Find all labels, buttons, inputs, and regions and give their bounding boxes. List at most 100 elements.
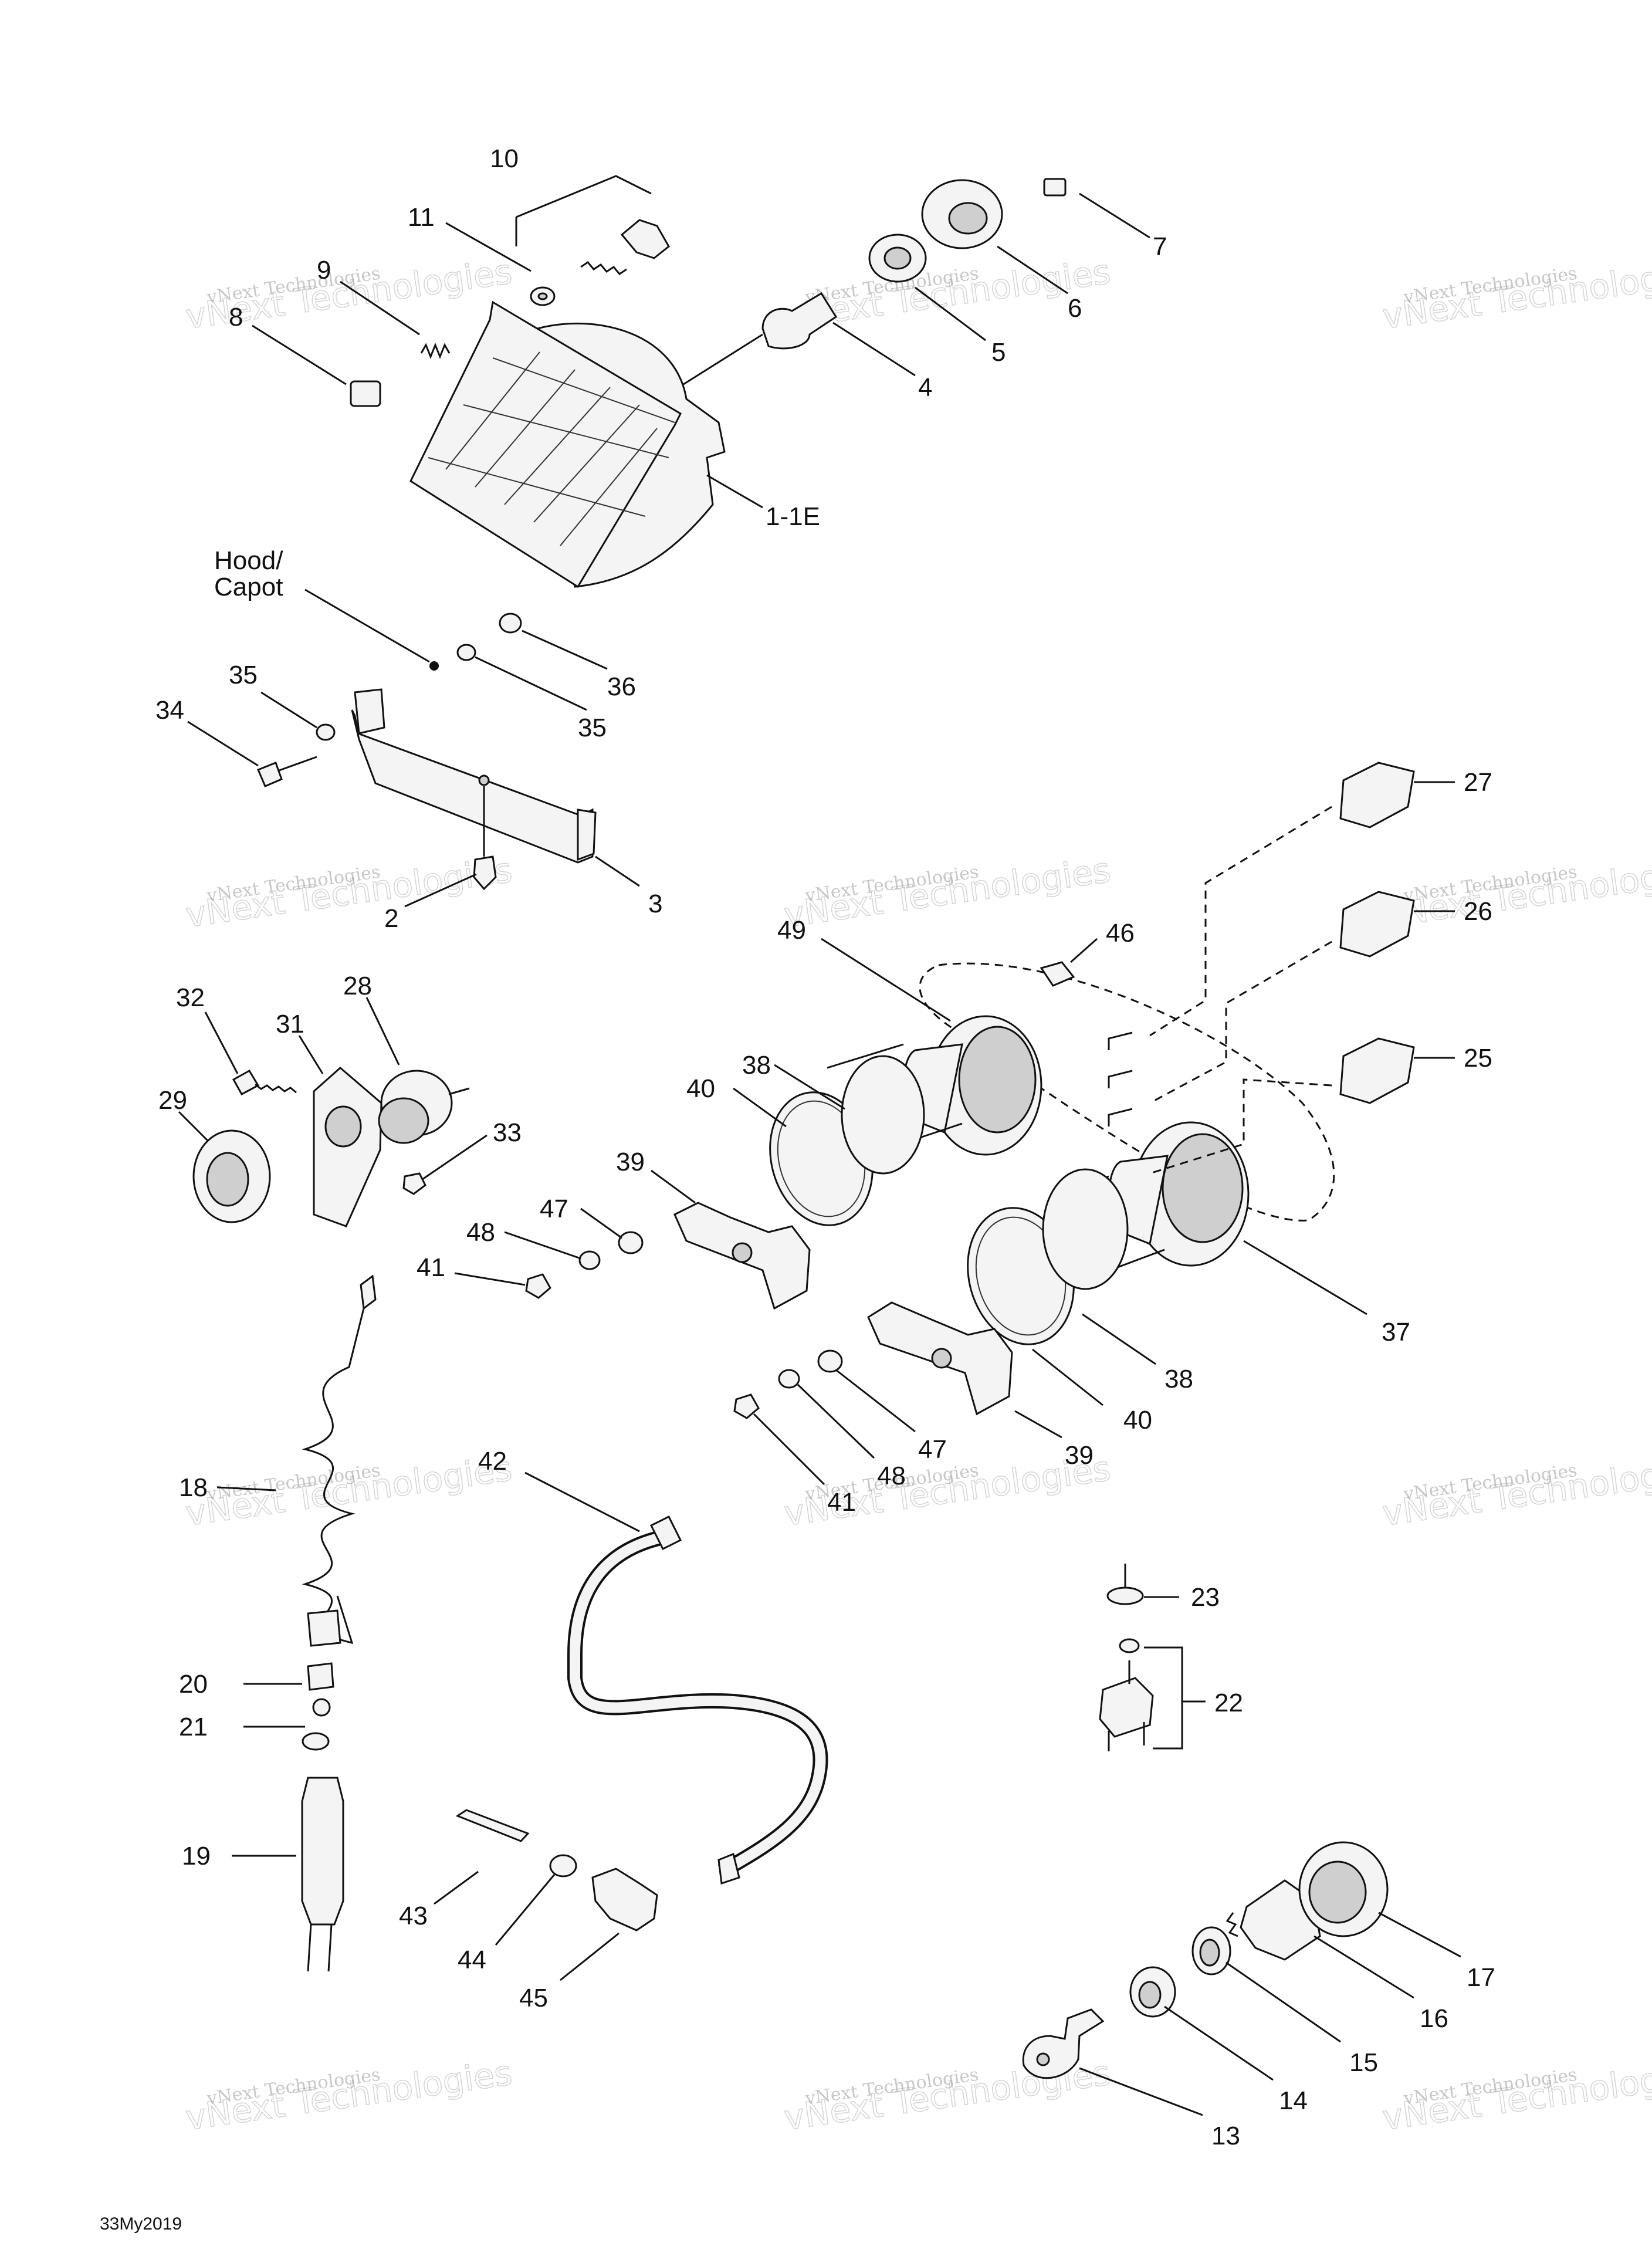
leader-29 — [178, 1111, 209, 1142]
callout-13: 13 — [1211, 2122, 1240, 2150]
leader-39a — [651, 1169, 696, 1204]
callout-5: 5 — [991, 338, 1006, 367]
rubber-boot-inner — [948, 202, 988, 235]
callout-17: 17 — [1467, 1963, 1495, 1992]
callout-44: 44 — [458, 1946, 486, 1974]
bracket-tab-2 — [577, 808, 597, 861]
callout-4: 4 — [918, 373, 932, 402]
callout-2: 2 — [384, 904, 398, 933]
washer-35-right — [456, 644, 476, 661]
callout-18: 18 — [179, 1473, 208, 1502]
ignition-key-hole — [1036, 2052, 1050, 2066]
callout-35-right: 35 — [578, 713, 607, 742]
leader-18 — [216, 1486, 276, 1491]
leader-13 — [1079, 2067, 1203, 2116]
watermark-12: vNext Technologies vNext Technologies — [1380, 2052, 1652, 2139]
upper-gauge-face — [958, 1026, 1037, 1134]
callout-47-lower: 47 — [918, 1435, 947, 1464]
callout-23: 23 — [1191, 1583, 1220, 1612]
bracket-bolt — [257, 762, 283, 787]
tether-switch-prong-1 — [307, 1924, 312, 1972]
callout-48-upper: 48 — [466, 1218, 495, 1247]
callout-11: 11 — [408, 203, 435, 232]
callout-41-upper: 41 — [417, 1253, 445, 1282]
leader-35-left — [260, 691, 317, 729]
leader-6 — [997, 245, 1068, 295]
watermarks: vNext Technologies vNext Technologies vN… — [183, 251, 1652, 2139]
switch-26 — [1339, 891, 1415, 958]
leader-45 — [560, 1932, 620, 1981]
switch-22-assembly — [1099, 1564, 1154, 1751]
callout-40-upper: 40 — [686, 1074, 715, 1103]
headlamp-lens — [409, 300, 682, 588]
callout-19: 19 — [182, 1842, 211, 1870]
leader-14 — [1164, 2005, 1274, 2081]
switch-22-body — [1099, 1677, 1154, 1738]
tether-cap-20 — [307, 1662, 334, 1691]
support-bracket — [351, 709, 594, 864]
switch-26-wire — [1149, 941, 1332, 1104]
hood-label-line1: Hood/ — [214, 546, 283, 575]
callout-28: 28 — [343, 972, 372, 1000]
bulb-retainer-inner — [883, 246, 912, 270]
leader-4 — [832, 322, 916, 377]
callout-39-upper: 39 — [616, 1148, 645, 1176]
watermark-6: vNext Technologies vNext Technologies — [1380, 850, 1652, 936]
switch-25-wire — [1149, 1078, 1332, 1175]
washer-47-lower — [817, 1349, 843, 1373]
washer-11-hole — [537, 292, 548, 300]
switch-25 — [1339, 1037, 1415, 1104]
ignition-nut-inner — [1199, 1939, 1220, 1967]
leader-15 — [1226, 1961, 1341, 2043]
leader-43 — [434, 1870, 479, 1905]
adjustment-knob — [620, 219, 670, 259]
callout-9: 9 — [317, 256, 331, 285]
tether-cap — [307, 1609, 341, 1647]
callout-20: 20 — [179, 1670, 208, 1699]
diagram-code: 33My2019 — [100, 2214, 182, 2234]
hood-point — [429, 661, 439, 671]
speedometer-cable — [455, 1515, 828, 1931]
leader-35-right — [475, 656, 587, 711]
leader-37 — [1243, 1240, 1367, 1315]
leader-46 — [1070, 938, 1098, 963]
cable-end-top — [649, 1515, 682, 1551]
callout-3: 3 — [648, 889, 662, 918]
leader-38a — [774, 1064, 845, 1110]
callout-38-lower: 38 — [1164, 1365, 1193, 1393]
gauge-cluster — [525, 961, 1335, 1419]
switch-22-washer — [1119, 1638, 1140, 1653]
upper-gauge-bezel — [841, 1055, 925, 1175]
headlamp-assembly — [350, 178, 1067, 588]
callout-40-lower: 40 — [1123, 1406, 1152, 1435]
watermark-3: vNext Technologies vNext Technologies — [1380, 251, 1652, 337]
lower-gauge-stud-2 — [1117, 1249, 1165, 1268]
callout-14: 14 — [1279, 2086, 1308, 2115]
leader-41b — [753, 1413, 825, 1486]
leader-42 — [524, 1471, 640, 1533]
switch-28-assembly — [192, 1067, 470, 1227]
lockwasher-48-lower — [778, 1369, 800, 1389]
leader-9 — [340, 280, 420, 336]
leader-16 — [1314, 1935, 1414, 1999]
switch-28-front — [378, 1097, 429, 1144]
leader-lines — [178, 175, 1461, 2116]
adjustment-screw — [580, 261, 627, 275]
drive-washer — [549, 1854, 577, 1877]
callout-32: 32 — [176, 983, 205, 1012]
leader-47b — [835, 1369, 916, 1433]
cable-sheath-inner — [570, 1532, 826, 1876]
nut-2 — [473, 855, 497, 891]
callout-36: 36 — [607, 672, 636, 701]
leader-48a — [504, 1231, 581, 1260]
lockwasher-48-upper — [578, 1250, 601, 1270]
drive-key — [455, 1809, 530, 1842]
lower-gauge-face — [1162, 1133, 1244, 1243]
bracket-hole — [478, 774, 490, 786]
leader-34 — [187, 720, 259, 767]
callout-37: 37 — [1382, 1318, 1410, 1347]
hood-label-line2: Capot — [214, 573, 283, 601]
ignition-bezel-inner — [1138, 1981, 1162, 2009]
leader-32 — [204, 1012, 239, 1074]
